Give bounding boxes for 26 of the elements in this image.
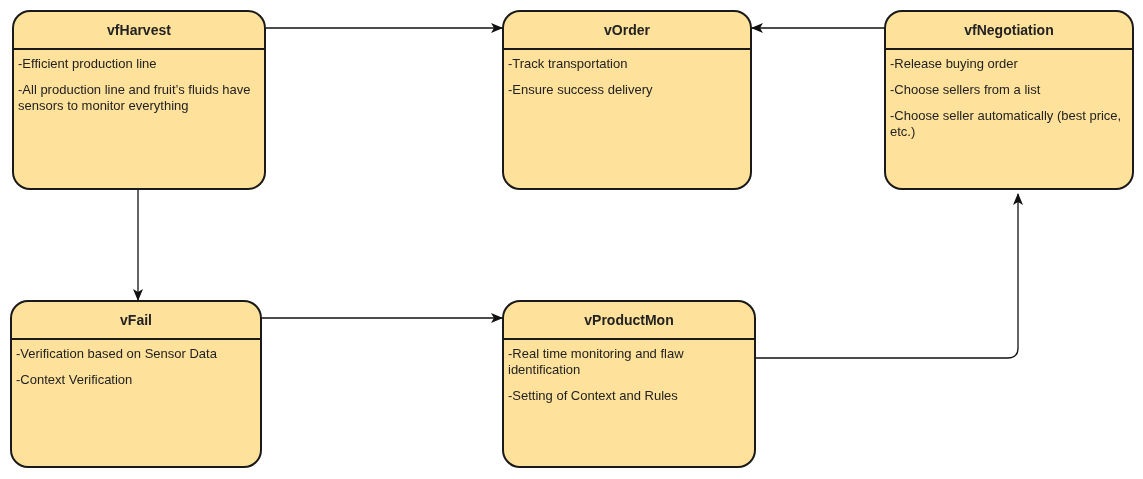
bullet-text: -Choose seller automatically (best price, etc.) <box>890 108 1123 140</box>
bullet-text: -Choose sellers from a list <box>890 82 1042 98</box>
bullet-text: -Release buying order <box>890 56 1019 72</box>
bullet-text: -Verification based on Sensor Data <box>16 346 218 362</box>
bullet-text: -Ensure success delivery <box>508 82 654 98</box>
bullet-text: -Context Verification <box>16 372 134 388</box>
bullet-text: -Track transportation <box>508 56 629 72</box>
box-title: vProductMon <box>504 302 754 340</box>
arrow <box>755 193 1023 359</box>
bullet-text: -Setting of Context and Rules <box>508 388 679 404</box>
arrow <box>265 23 503 33</box>
bullet-text: -Efficient production line <box>18 56 158 72</box>
class-box <box>502 300 756 468</box>
class-box <box>12 10 266 190</box>
box-title: vFail <box>12 302 260 340</box>
bullet-text: -All production line and fruit’s fluids have sensors to monitor everything <box>18 82 252 114</box>
box-title: vOrder <box>504 12 750 50</box>
arrow <box>751 23 885 33</box>
bullet-text: -Real time monitoring and flaw identification <box>508 346 685 378</box>
box-title: vfHarvest <box>14 12 264 50</box>
class-box <box>502 10 752 190</box>
class-box <box>10 300 262 468</box>
class-box <box>884 10 1134 190</box>
box-title: vfNegotiation <box>886 12 1132 50</box>
arrow <box>133 189 143 301</box>
arrow <box>261 313 503 323</box>
